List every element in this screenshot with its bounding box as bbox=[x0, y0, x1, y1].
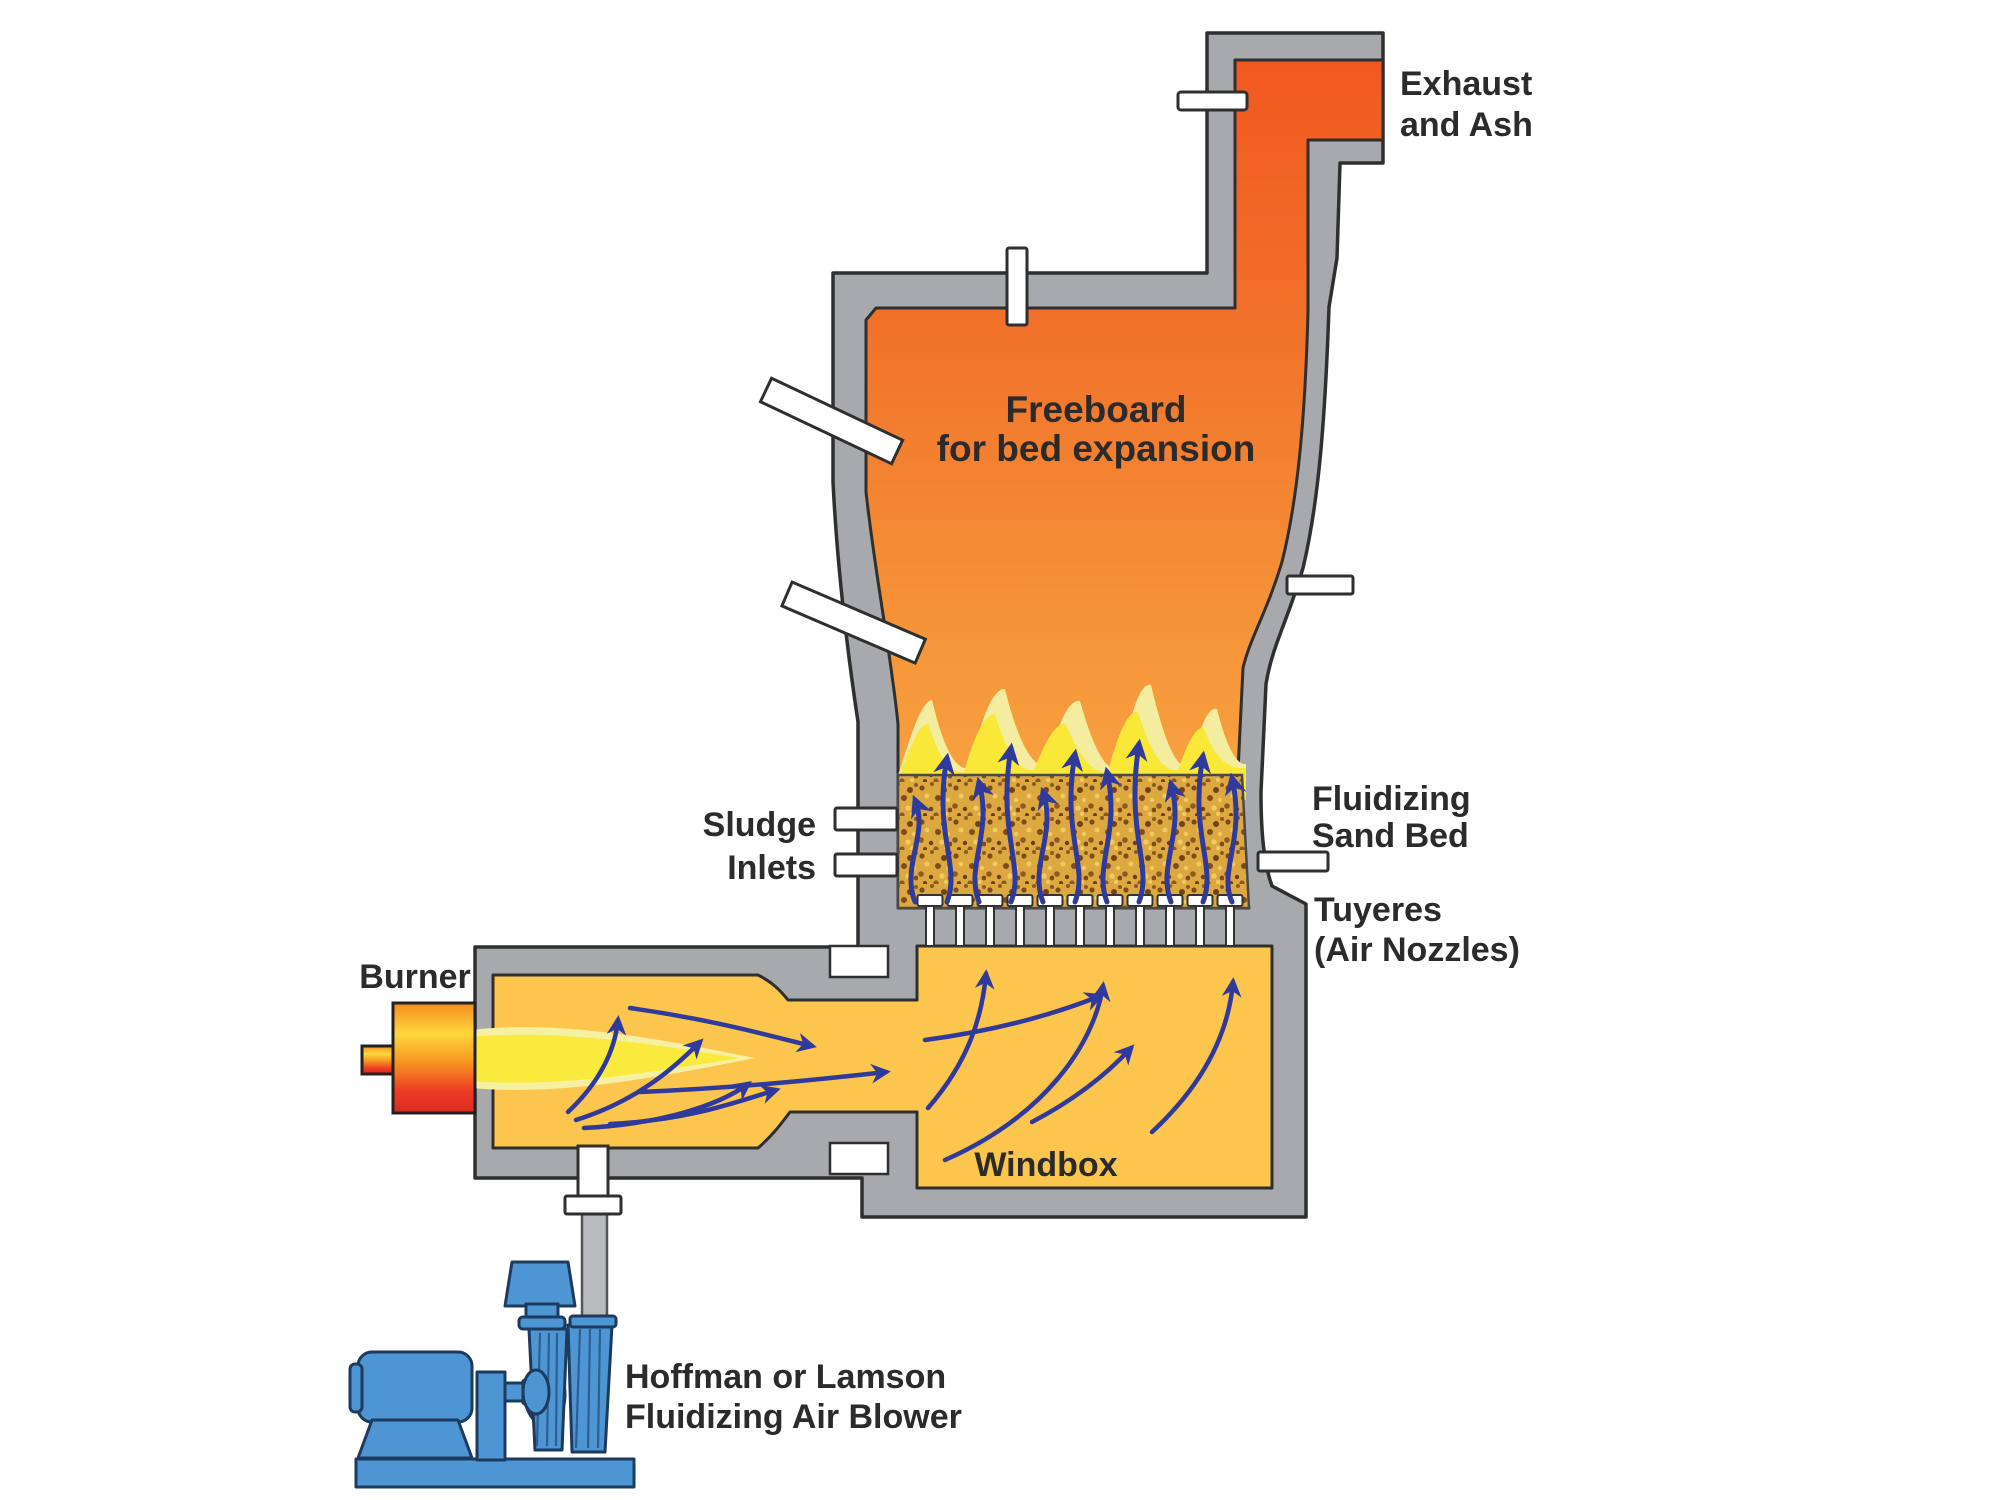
sand-bed-label-line2: Sand Bed bbox=[1312, 817, 1469, 855]
stack-port-pipe bbox=[1176, 90, 1249, 112]
bed-airflow-arrow bbox=[933, 752, 955, 905]
blower-coupling bbox=[503, 1381, 525, 1403]
blower-intake-funnel bbox=[503, 1260, 577, 1308]
burner-body bbox=[391, 1001, 477, 1115]
windbox-inlet-pipe bbox=[576, 1144, 610, 1200]
right-bed-port-pipe bbox=[1256, 850, 1330, 873]
blower-pedestal bbox=[475, 1370, 507, 1462]
burner-label: Burner bbox=[359, 958, 470, 996]
bed-airflow-arrow bbox=[908, 794, 932, 905]
fluidizing-air-blower bbox=[348, 1260, 636, 1489]
blower-discharge-pipe bbox=[580, 1211, 609, 1333]
bed-airflow-arrow bbox=[997, 742, 1020, 905]
sludge-label-line2: Inlets bbox=[727, 849, 816, 887]
blower-motor-skirt bbox=[356, 1418, 474, 1460]
bed-airflow-arrow bbox=[1036, 786, 1059, 905]
wall-notch-top bbox=[828, 944, 890, 979]
blower-label-line1: Hoffman or Lamson bbox=[625, 1358, 946, 1396]
bed-airflow-arrow bbox=[1224, 772, 1247, 905]
blower-label-line2: Fluidizing Air Blower bbox=[625, 1398, 962, 1436]
bed-airflow-arrow bbox=[1189, 750, 1211, 905]
blower-hub bbox=[521, 1368, 551, 1416]
blower-motor-cap bbox=[348, 1362, 364, 1414]
freeboard-label-line2: for bed expansion bbox=[937, 428, 1256, 469]
freeboard-label-line1: Freeboard bbox=[1006, 389, 1187, 430]
exhaust-label-line2: and Ash bbox=[1400, 106, 1533, 144]
blower-inlet-collar bbox=[568, 1314, 618, 1329]
airflow-arrow bbox=[607, 1084, 781, 1127]
sludge-inlet-pipe bbox=[833, 806, 899, 832]
bed-airflow-arrow bbox=[972, 776, 994, 905]
airflow-arrow bbox=[637, 1063, 891, 1095]
upper-feed-chute bbox=[758, 376, 905, 466]
tuyeres-label-line1: Tuyeres bbox=[1314, 891, 1442, 929]
burner-inlet-stub bbox=[360, 1044, 395, 1076]
right-upper-port-pipe bbox=[1285, 574, 1355, 596]
airflow-arrow bbox=[1029, 1044, 1135, 1125]
bed-airflow-arrow bbox=[1061, 748, 1083, 905]
bed-airflow-arrows bbox=[908, 738, 1247, 905]
bed-airflow-arrow bbox=[1164, 778, 1187, 905]
airflow-arrow bbox=[925, 969, 995, 1111]
airflow-arrow bbox=[573, 1038, 704, 1123]
bed-airflow-arrow bbox=[1099, 766, 1122, 905]
airflow-arrow bbox=[1149, 977, 1242, 1135]
tuyere bbox=[1216, 894, 1244, 947]
blower-intake-flange bbox=[517, 1315, 567, 1331]
duct-airflow-arrows bbox=[565, 969, 1242, 1163]
windbox-label: Windbox bbox=[974, 1146, 1117, 1184]
blower-base-plate bbox=[354, 1457, 636, 1489]
blower-tube-ribs bbox=[535, 1328, 602, 1449]
sludge-label-line1: Sludge bbox=[703, 806, 816, 844]
bed-airflow-arrow bbox=[1125, 738, 1148, 905]
sludge-inlet-pipe bbox=[833, 852, 899, 878]
top-port-pipe bbox=[1005, 246, 1029, 327]
lower-feed-chute bbox=[779, 580, 928, 666]
airflow-arrow bbox=[627, 1005, 817, 1053]
burner bbox=[360, 1001, 477, 1115]
airflow-arrow bbox=[922, 992, 1105, 1043]
blower-motor-body bbox=[356, 1350, 474, 1424]
sand-bed-label-line1: Fluidizing bbox=[1312, 780, 1471, 818]
ports bbox=[758, 90, 1355, 878]
airflow-arrow bbox=[565, 1015, 627, 1115]
tuyere bbox=[916, 894, 944, 947]
wall-notch-bottom bbox=[828, 1141, 890, 1176]
exhaust-label-line1: Exhaust bbox=[1400, 65, 1532, 103]
tuyeres-label-line2: (Air Nozzles) bbox=[1314, 931, 1520, 969]
pipe-flange bbox=[563, 1194, 623, 1216]
